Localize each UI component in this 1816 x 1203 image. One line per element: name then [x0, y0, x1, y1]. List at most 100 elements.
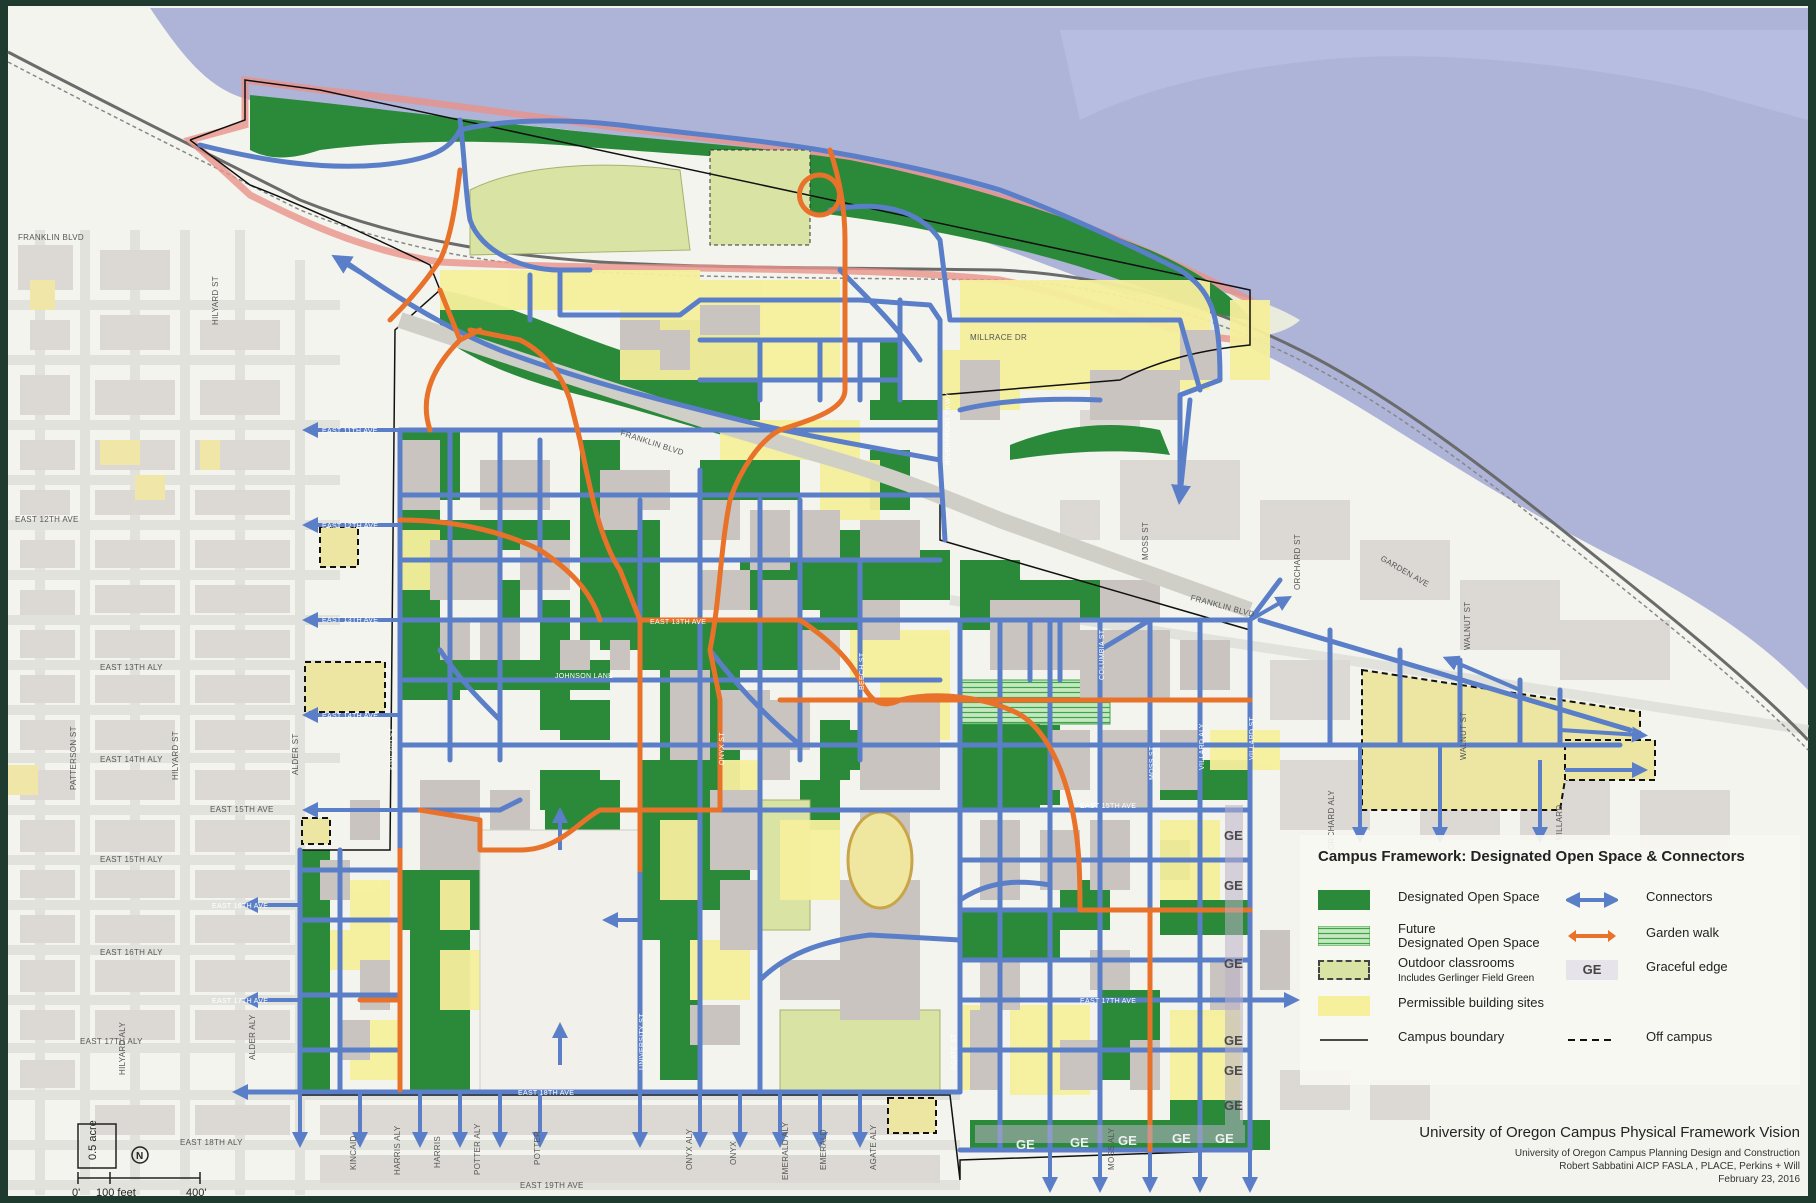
ge-tag-2: GE	[1224, 878, 1243, 893]
label-east-15th-campus: EAST 15TH AVE	[1080, 803, 1136, 810]
label-millrace-dr: MILLRACE DR	[970, 333, 1027, 342]
label-kincaid: KINCAID	[349, 1135, 358, 1170]
legend-label-future-1: Future	[1398, 921, 1436, 936]
label-hilyard-st-north: HILYARD ST	[211, 276, 220, 325]
label-moss-aly: MOSS ALY	[1107, 1127, 1116, 1170]
label-emerald-aly: EMERALD ALY	[781, 1121, 790, 1180]
ge-tag-1: GE	[1224, 828, 1243, 843]
label-east-14th: EAST 14TH AVE	[322, 713, 378, 720]
legend-label-garden: Garden walk	[1646, 925, 1719, 940]
track-field	[846, 810, 914, 910]
label-walnut-st-south: WALNUT ST	[1459, 712, 1468, 760]
label-hilyard-aly: HILYARD ALY	[118, 1022, 127, 1075]
credits-line-2: Robert Sabbatini AICP FASLA , PLACE, Per…	[1559, 1161, 1800, 1172]
ge-tag-9: GE	[1118, 1133, 1137, 1148]
label-onyx: ONYX	[729, 1141, 738, 1165]
label-hilyard-st: HILYARD ST	[171, 731, 180, 780]
legend-title: Campus Framework: Designated Open Space …	[1318, 848, 1745, 865]
label-alder-st: ALDER ST	[291, 733, 300, 775]
scale-400-label: 400'	[186, 1187, 206, 1199]
legend-label-offcampus: Off campus	[1646, 1029, 1713, 1044]
legend-item-outdoor: Outdoor classrooms Includes Gerlinger Fi…	[1318, 956, 1558, 986]
label-potter-aly: POTTER ALY	[473, 1123, 482, 1175]
label-harris: HARRIS	[433, 1136, 442, 1168]
legend-garden-walk-arrow-icon	[1568, 930, 1616, 942]
legend-item-connectors: Connectors	[1566, 886, 1786, 916]
label-beech-st: BEECH ST	[859, 652, 866, 690]
graceful-edge-tags: GE GE GE GE GE GE GE GE GE GE GE	[1016, 828, 1243, 1152]
scale-0-label: 0'	[72, 1187, 80, 1199]
credits-title: University of Oregon Campus Physical Fra…	[1419, 1124, 1800, 1141]
legend-label-boundary: Campus boundary	[1398, 1029, 1505, 1044]
label-harris-aly: HARRIS ALY	[393, 1125, 402, 1175]
ge-tag-7: GE	[1016, 1137, 1035, 1152]
ge-tag-4: GE	[1224, 1033, 1243, 1048]
north-label: N	[136, 1151, 143, 1162]
legend-item-designated: Designated Open Space	[1318, 886, 1558, 916]
legend-item-ge: GE Graceful edge	[1566, 956, 1786, 986]
label-franklin-blvd-west: FRANKLIN BLVD	[18, 233, 84, 242]
label-patterson-st: PATTERSON ST	[69, 726, 78, 790]
legend-label-ge: Graceful edge	[1646, 959, 1728, 974]
label-university-st: UNIVERSITY ST	[639, 1013, 646, 1070]
legend-swatch-permissible	[1318, 996, 1370, 1016]
label-johnson-lane: JOHNSON LANE	[555, 673, 613, 680]
legend-item-offcampus: Off campus	[1566, 1026, 1786, 1056]
legend-swatch-future	[1318, 926, 1370, 946]
label-potter: POTTER	[533, 1131, 542, 1165]
campus-boundary	[189, 79, 1251, 1181]
label-east-19th: EAST 19TH AVE	[520, 1181, 584, 1190]
label-moss-st-north: MOSS ST	[1141, 522, 1150, 560]
legend-label-future: Future Designated Open Space	[1398, 922, 1540, 950]
label-orchard-aly: ORCHARD ALY	[1327, 790, 1336, 850]
legend-connector-arrow-icon	[1566, 892, 1618, 908]
label-east-13th-campus: EAST 13TH AVE	[650, 619, 706, 626]
label-kincaid-st: KINCAID ST	[389, 727, 396, 770]
legend-label-outdoor: Outdoor classrooms Includes Gerlinger Fi…	[1398, 956, 1534, 986]
ge-tag-11: GE	[1215, 1131, 1234, 1146]
legend-label-outdoor-2: Includes Gerlinger Field Green	[1398, 973, 1535, 984]
label-east-16th-aly: EAST 16TH ALY	[100, 948, 163, 957]
ge-tag-5: GE	[1224, 1063, 1243, 1078]
scale-bar: 0.5 acre N 0' 100 feet 400'	[72, 1120, 206, 1199]
legend-offcampus-dash-icon	[1568, 1039, 1616, 1041]
label-east-15th-aly: EAST 15TH ALY	[100, 855, 163, 864]
legend-item-boundary: Campus boundary	[1318, 1026, 1558, 1056]
label-emerald: EMERALD	[819, 1129, 828, 1170]
label-columbia-st: COLUMBIA ST	[1099, 629, 1106, 680]
label-east-13th: EAST 13TH AVE	[322, 617, 378, 624]
label-moss-st: MOSS ST	[1149, 746, 1156, 780]
north-arrow-icon	[131, 1146, 149, 1164]
label-villard-aly: VILLARD ALY	[1199, 723, 1206, 770]
connector-arrows	[232, 422, 1648, 1193]
legend-label-future-2: Designated Open Space	[1398, 935, 1540, 950]
legend-item-garden: Garden walk	[1566, 922, 1786, 952]
legend-item-permissible: Permissible building sites	[1318, 992, 1638, 1022]
west-accent-sites	[8, 280, 220, 795]
legend-label-connectors: Connectors	[1646, 889, 1713, 904]
legend-backdrop	[1300, 835, 1800, 1085]
legend-label-permissible: Permissible building sites	[1398, 995, 1544, 1010]
label-east-11th: EAST 11TH AVE	[322, 428, 378, 435]
label-villard: VILLARD	[1555, 805, 1564, 840]
scale-100-label: 100 feet	[96, 1187, 136, 1199]
ge-tag-10: GE	[1172, 1131, 1191, 1146]
legend-boundary-line-icon	[1320, 1039, 1368, 1041]
credits-date: February 23, 2016	[1718, 1174, 1800, 1185]
label-agate-st: AGATE ST	[951, 1033, 958, 1070]
label-onyx-st: ONYX ST	[719, 732, 726, 765]
label-villard-st: VILLARD ST	[1249, 717, 1256, 760]
ge-tag-6: GE	[1224, 1098, 1243, 1113]
legend-label-designated: Designated Open Space	[1398, 889, 1540, 904]
label-alder-aly: ALDER ALY	[248, 1014, 257, 1060]
label-east-17th-campus: EAST 17TH AVE	[1080, 998, 1136, 1005]
label-east-18th: EAST 18TH AVE	[518, 1090, 574, 1097]
railway-line	[7, 50, 1810, 742]
credits-block: University of Oregon Campus Physical Fra…	[1380, 1124, 1800, 1186]
legend-item-future: Future Designated Open Space	[1318, 922, 1558, 952]
label-east-18th-aly: EAST 18TH ALY	[180, 1138, 243, 1147]
ge-tag-3: GE	[1224, 956, 1243, 971]
label-east-17th-aly: EAST 17TH ALY	[80, 1037, 143, 1046]
